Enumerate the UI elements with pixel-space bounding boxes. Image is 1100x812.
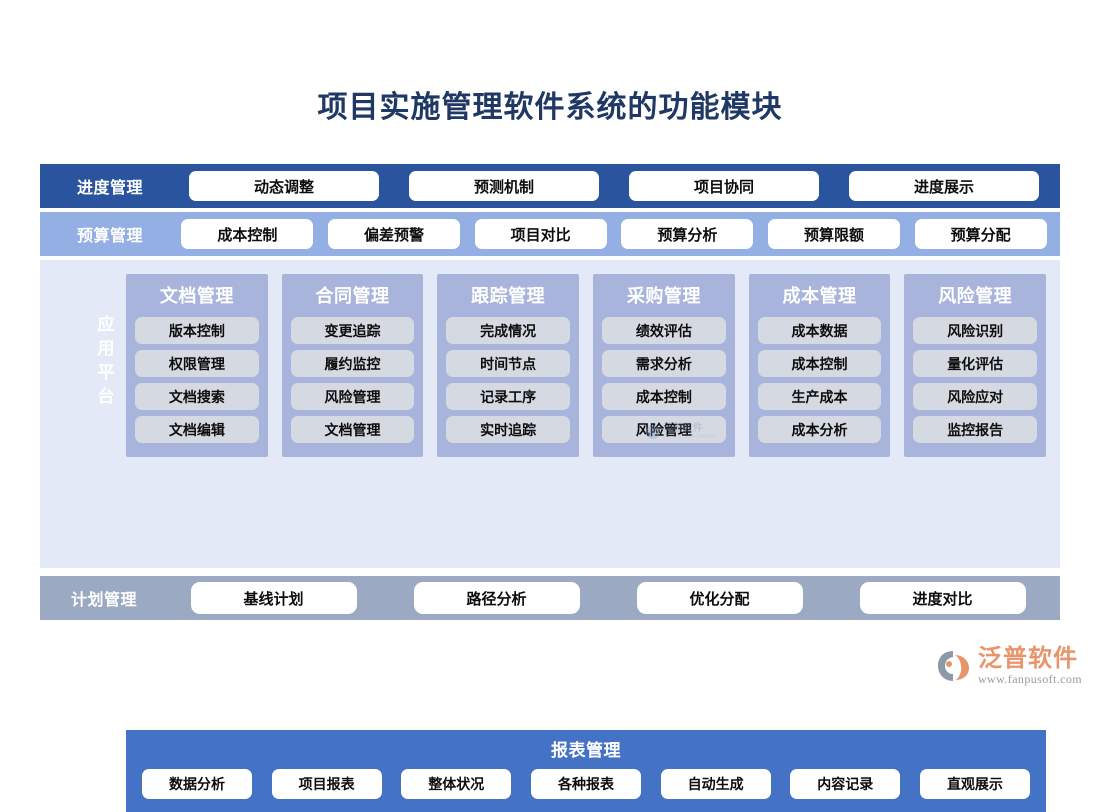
logo-text: 泛普软件 www.fanpusoft.com (977, 645, 1082, 687)
module-column-document[interactable]: 文档管理 版本控制 权限管理 文档搜索 文档编辑 (126, 274, 268, 457)
plan-button-path-analysis[interactable]: 路径分析 (413, 582, 580, 614)
module-title-procurement: 采购管理 (626, 286, 701, 306)
module-item[interactable]: 绩效评估 (602, 317, 726, 344)
module-item[interactable]: 需求分析 (602, 350, 726, 377)
budget-button-budget-limit[interactable]: 预算限额 (768, 219, 901, 249)
progress-button-collaboration[interactable]: 项目协同 (629, 171, 819, 201)
plan-button-slot: 进度对比 (831, 582, 1054, 614)
progress-management-label: 进度管理 (76, 180, 143, 197)
module-column-tracking[interactable]: 跟踪管理 完成情况 时间节点 记录工序 实时追踪 (437, 274, 580, 457)
logo-name: 泛普软件 (977, 645, 1078, 672)
module-column-risk[interactable]: 风险管理 风险识别 量化评估 风险应对 监控报告 (904, 274, 1047, 457)
module-item[interactable]: 风险识别 (913, 317, 1038, 344)
module-item[interactable]: 成本分析 (757, 416, 882, 443)
progress-button-slot: 进度展示 (834, 171, 1054, 201)
module-title-tracking: 跟踪管理 (471, 286, 546, 306)
progress-button-slot: 项目协同 (614, 171, 834, 201)
report-management-title: 报表管理 (551, 741, 621, 760)
plan-button-optimize-allocation[interactable]: 优化分配 (636, 582, 803, 614)
module-title-document: 文档管理 (159, 286, 234, 306)
budget-button-slot: 项目对比 (467, 219, 614, 249)
plan-button-slot: 路径分析 (385, 582, 608, 614)
application-platform-section: 应用平台 文档管理 版本控制 权限管理 文档搜索 文档编辑 合同管理 变更追踪 … (40, 260, 1060, 812)
progress-button-slot: 预测机制 (394, 171, 614, 201)
budget-button-slot: 预算分析 (614, 219, 761, 249)
report-button-overall-status[interactable]: 整体状况 (401, 769, 512, 799)
fanpu-logo-icon (936, 649, 972, 683)
module-title-cost: 成本管理 (782, 286, 857, 306)
module-column-cost[interactable]: 成本管理 成本数据 成本控制 生产成本 成本分析 (748, 274, 891, 457)
module-item[interactable]: 记录工序 (446, 383, 571, 410)
module-item[interactable]: 成本控制 (757, 350, 882, 377)
budget-button-variance-alert[interactable]: 偏差预警 (328, 219, 460, 249)
plan-button-progress-compare[interactable]: 进度对比 (859, 582, 1026, 614)
plan-button-baseline-plan[interactable]: 基线计划 (190, 582, 357, 614)
module-item[interactable]: 履约监控 (290, 350, 415, 377)
budget-button-slot: 偏差预警 (321, 219, 468, 249)
report-button-project-report[interactable]: 项目报表 (271, 769, 382, 799)
module-item[interactable]: 变更追踪 (290, 317, 415, 344)
report-button-visual-display[interactable]: 直观展示 (919, 769, 1030, 799)
module-item[interactable]: 风险应对 (913, 383, 1038, 410)
module-item[interactable]: 风险管理 (602, 416, 726, 443)
brand-logo: 泛普软件 www.fanpusoft.com (936, 646, 1082, 686)
module-columns: 文档管理 版本控制 权限管理 文档搜索 文档编辑 合同管理 变更追踪 履约监控 … (126, 274, 1047, 457)
budget-button-slot: 预算限额 (761, 219, 908, 249)
module-item[interactable]: 文档搜索 (135, 383, 259, 410)
progress-management-bar: 进度管理 动态调整 预测机制 项目协同 进度展示 (40, 164, 1060, 208)
plan-management-bar: 计划管理 基线计划 路径分析 优化分配 进度对比 (40, 576, 1060, 620)
module-item[interactable]: 文档编辑 (135, 416, 259, 443)
budget-button-project-compare[interactable]: 项目对比 (474, 219, 607, 249)
page-title: 项目实施管理软件系统的功能模块 (317, 91, 783, 124)
plan-button-slot: 基线计划 (162, 582, 385, 614)
module-column-contract[interactable]: 合同管理 变更追踪 履约监控 风险管理 文档管理 (281, 274, 424, 457)
module-item[interactable]: 成本数据 (757, 317, 882, 344)
budget-management-label: 预算管理 (76, 228, 143, 245)
module-item[interactable]: 权限管理 (135, 350, 259, 377)
plan-button-slot: 优化分配 (608, 582, 831, 614)
budget-button-budget-analysis[interactable]: 预算分析 (621, 219, 754, 249)
module-item[interactable]: 时间节点 (446, 350, 571, 377)
budget-management-bar: 预算管理 成本控制 偏差预警 项目对比 预算分析 预算限额 预算分配 (40, 212, 1060, 256)
module-item[interactable]: 完成情况 (446, 317, 571, 344)
budget-button-slot: 预算分配 (907, 219, 1054, 249)
module-item[interactable]: 风险管理 (290, 383, 415, 410)
module-item[interactable]: 量化评估 (913, 350, 1038, 377)
module-item[interactable]: 文档管理 (290, 416, 415, 443)
progress-button-forecast[interactable]: 预测机制 (409, 171, 599, 201)
logo-url: www.fanpusoft.com (977, 672, 1082, 686)
module-item[interactable]: 版本控制 (135, 317, 259, 344)
module-item[interactable]: 监控报告 (913, 416, 1038, 443)
module-item[interactable]: 实时追踪 (446, 416, 571, 443)
progress-button-slot: 动态调整 (174, 171, 394, 201)
report-button-data-analysis[interactable]: 数据分析 (142, 769, 252, 799)
progress-button-dynamic-adjust[interactable]: 动态调整 (189, 171, 379, 201)
budget-button-cost-control[interactable]: 成本控制 (181, 219, 314, 249)
budget-button-slot: 成本控制 (174, 219, 321, 249)
budget-button-budget-allocation[interactable]: 预算分配 (914, 219, 1047, 249)
progress-button-display[interactable]: 进度展示 (849, 171, 1039, 201)
module-item[interactable]: 生产成本 (757, 383, 882, 410)
module-title-contract: 合同管理 (315, 286, 390, 306)
report-management-panel: 报表管理 数据分析 项目报表 整体状况 各种报表 自动生成 内容记录 直观展示 (126, 730, 1046, 812)
report-buttons: 数据分析 项目报表 整体状况 各种报表 自动生成 内容记录 直观展示 (126, 769, 1046, 799)
application-platform-label: 应用平台 (94, 315, 114, 411)
report-button-content-record[interactable]: 内容记录 (790, 769, 901, 799)
module-column-procurement[interactable]: 采购管理 绩效评估 需求分析 成本控制 风险管理 (593, 274, 735, 457)
module-item[interactable]: 成本控制 (602, 383, 726, 410)
plan-management-label: 计划管理 (70, 592, 137, 609)
module-title-risk: 风险管理 (938, 286, 1013, 306)
report-button-auto-generate[interactable]: 自动生成 (660, 769, 771, 799)
report-button-various-reports[interactable]: 各种报表 (530, 769, 641, 799)
